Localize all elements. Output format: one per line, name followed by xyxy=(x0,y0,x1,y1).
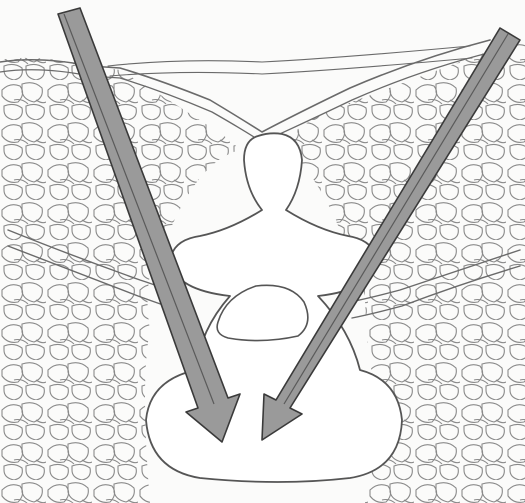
pencil-sketch-diagram xyxy=(0,0,525,503)
